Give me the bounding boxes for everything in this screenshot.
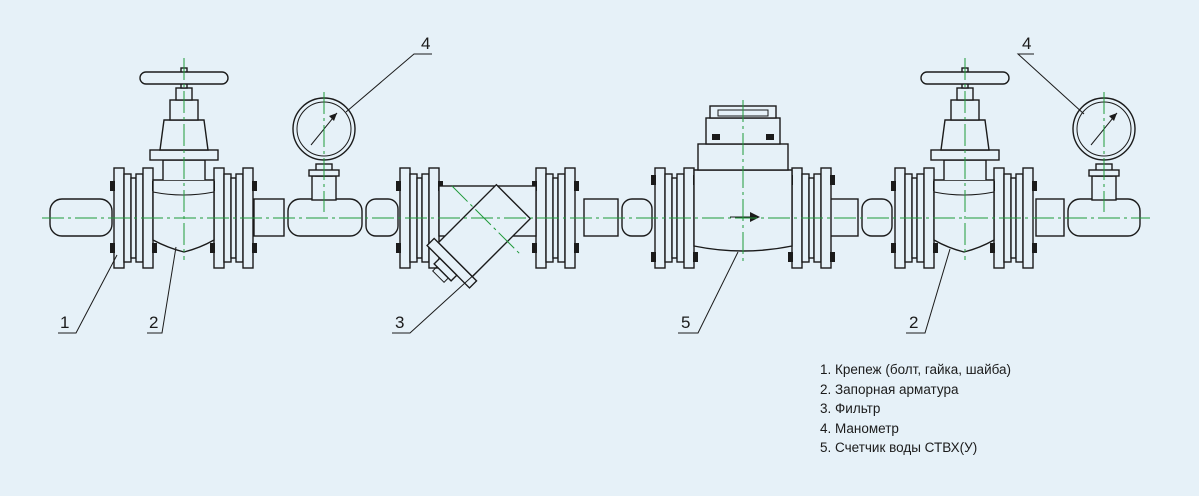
callout-4-right: 4 <box>1022 34 1031 53</box>
callout-4-left: 4 <box>421 34 430 53</box>
legend-item-pressure-gauge: 4. Манометр <box>820 420 899 436</box>
callout-5: 5 <box>681 313 690 332</box>
callout-leaders <box>58 53 1085 334</box>
legend-item-fasteners: 1. Крепеж (болт, гайка, шайба) <box>820 362 1012 377</box>
callout-1: 1 <box>60 313 69 332</box>
strainer <box>426 183 537 289</box>
legend: 1. Крепеж (болт, гайка, шайба) 2. Запорн… <box>820 360 1011 458</box>
gate-valve-right <box>920 67 1010 253</box>
legend-item-water-meter: 5. Счетчик воды СТВХ(У) <box>820 440 978 455</box>
callout-2-right: 2 <box>909 313 918 332</box>
legend-item-filter: 3. Фильтр <box>820 401 881 416</box>
callout-2-left: 2 <box>149 313 158 332</box>
callout-3: 3 <box>395 313 404 332</box>
axis-lines <box>42 58 1150 262</box>
legend-item-shutoff-valve: 2. Запорная арматура <box>820 381 959 397</box>
